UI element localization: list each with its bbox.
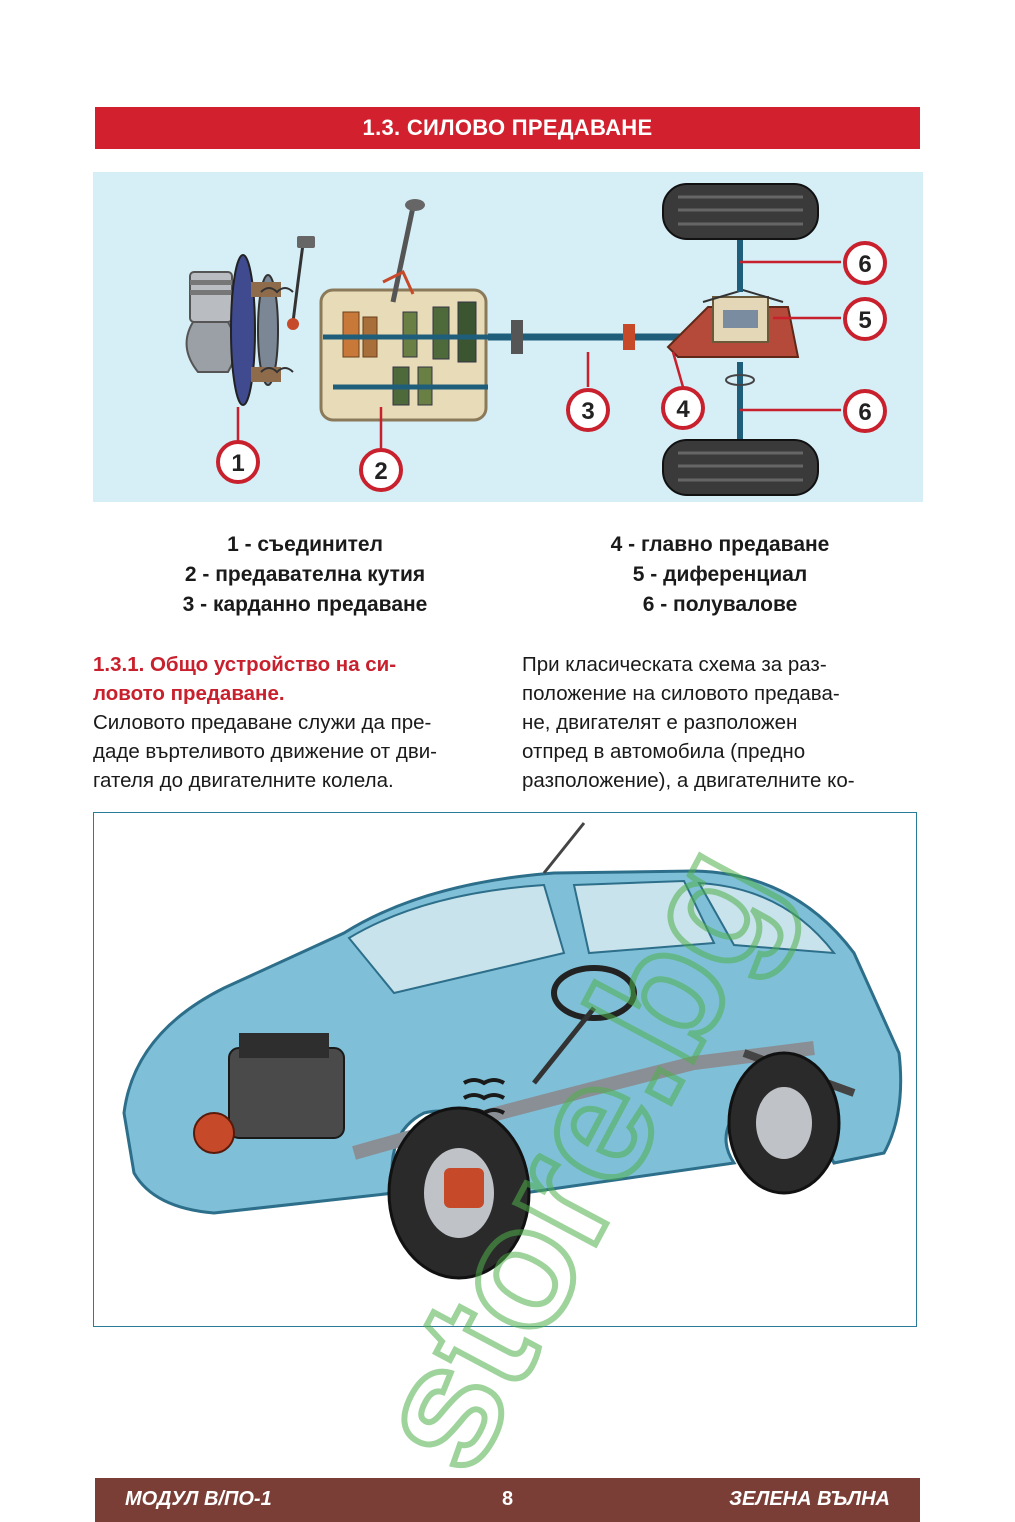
callout-4: 4 [661,386,705,430]
callout-6-bottom: 6 [843,389,887,433]
paragraph-line: При класическата схема за раз- [522,653,827,676]
callout-1-label: 1 [231,450,244,477]
callout-5: 5 [843,297,887,341]
callout-1: 1 [216,440,260,484]
propeller-shaft-icon [488,320,683,354]
paragraph-line: даде въртеливото движение от дви- [93,740,438,763]
rear-wheel-icon [727,1051,841,1195]
text-column-right: При класическата схема за раз- положение… [522,650,917,795]
page-footer: МОДУЛ В/ПО-1 8 ЗЕЛЕНА ВЪЛНА [95,1478,920,1522]
clutch-icon [230,254,294,406]
callout-4-label: 4 [676,396,690,423]
callout-3-label: 3 [581,398,594,425]
callout-leaders [236,260,841,452]
paragraph-line: отпред в автомобила (предно [522,740,806,763]
clutch-pedal-icon [287,236,315,330]
paragraph-line: положение на силовото предава- [522,682,840,705]
car-drawing [122,822,903,1280]
legend-item: 5 - диференциал [632,563,808,586]
subsection-heading-line-2: ловото предаване. [93,682,285,705]
drivetrain-diagram: 1 2 3 4 6 5 6 [93,172,923,502]
paragraph-line: разположение), а двигателните ко- [522,769,855,792]
legend-item: 4 - главно предаване [610,533,830,556]
callout-5-label: 5 [858,307,871,334]
callout-6-top: 6 [843,241,887,285]
paragraph-line: Силовото предаване служи да пре- [93,711,432,734]
text-column-left: 1.3.1. Общо устройство на си- ловото пре… [93,650,473,795]
legend-right: 4 - главно предаване 5 - диференциал 6 -… [515,530,925,620]
legend-item: 6 - полувалове [642,593,798,616]
section-title: 1.3. СИЛОВО ПРЕДАВАНЕ [362,115,653,140]
wheel-top-icon [662,183,819,240]
front-wheel-icon [387,1106,531,1280]
paragraph-line: гателя до двигателните колела. [93,769,394,792]
section-title-bar: 1.3. СИЛОВО ПРЕДАВАНЕ [95,107,920,149]
callout-6-top-label: 6 [858,251,871,278]
legend-item: 3 - карданно предаване [182,593,428,616]
legend-item: 2 - предавателна кутия [184,563,426,586]
piston-icon [185,271,237,373]
callout-2: 2 [359,448,403,492]
callout-3: 3 [566,388,610,432]
wheel-bottom-icon [662,439,819,496]
steering-wheel-icon [551,965,637,1021]
gearbox-icon [319,199,488,422]
differential-icon [666,288,800,358]
callout-6-bottom-label: 6 [858,399,871,426]
drivetrain-illustration: 1 2 3 4 6 5 6 [185,183,887,496]
car-cutaway-illustration [93,812,917,1327]
engine-icon [228,1047,345,1139]
callout-2-label: 2 [374,458,387,485]
legend-item: 1 - съединител [227,533,383,556]
legend-left: 1 - съединител 2 - предавателна кутия 3 … [95,530,515,620]
subsection-heading-line-1: 1.3.1. Общо устройство на си- [93,653,397,676]
paragraph-line: не, двигателят е разположен [522,711,798,734]
page-number: 8 [501,1488,514,1510]
